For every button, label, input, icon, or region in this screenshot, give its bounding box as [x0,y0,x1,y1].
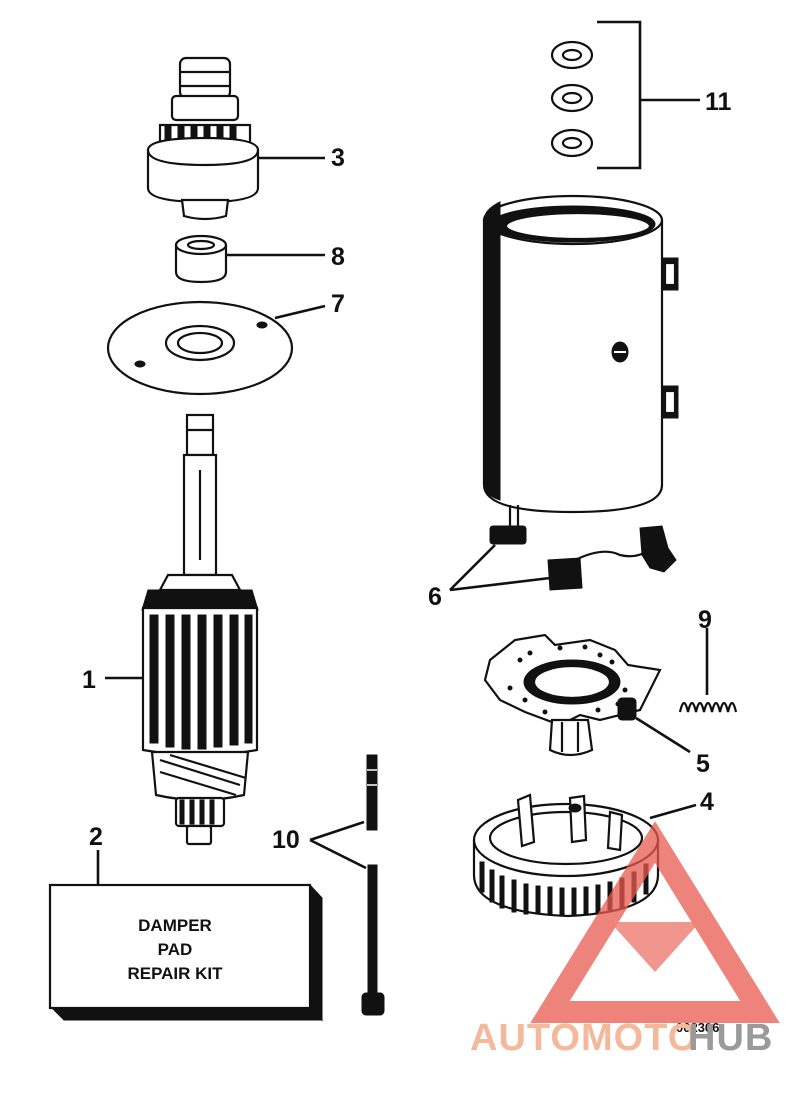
callout-7: 7 [331,290,345,318]
kit-label-line-3: REPAIR KIT [127,964,223,983]
kit-label-line-2: PAD [158,940,193,959]
springs-part-9 [678,628,738,713]
watermark-text-secondary: HUB [688,1017,773,1059]
damper-plate-part-7 [106,300,326,396]
callout-5: 5 [696,750,710,778]
callout-10: 10 [272,826,300,854]
bushing-part-8 [174,234,325,284]
watermark-logo [530,821,780,1023]
washers-part-11 [550,20,700,170]
brushes-part-6 [449,505,677,592]
callout-1: 1 [82,666,96,694]
watermark-text-primary: AUTOMOTO [470,1017,698,1059]
kit-label-line-1: DAMPER [138,916,212,935]
callout-9: 9 [698,606,712,634]
brush-holder-plate-part-5 [483,633,691,757]
callout-2: 2 [89,823,103,851]
repair-kit-box-part-2 [48,850,324,1022]
armature-part-1 [105,413,259,846]
drive-pinion-part-3 [146,56,325,221]
callout-3: 3 [331,144,345,172]
callout-4: 4 [700,788,714,816]
through-bolts-part-10 [309,754,385,1016]
figure-code: 002306 [676,1020,719,1035]
field-frame-housing [482,194,679,514]
callout-6: 6 [428,583,442,611]
callout-8: 8 [331,243,345,271]
callout-11: 11 [705,88,732,116]
